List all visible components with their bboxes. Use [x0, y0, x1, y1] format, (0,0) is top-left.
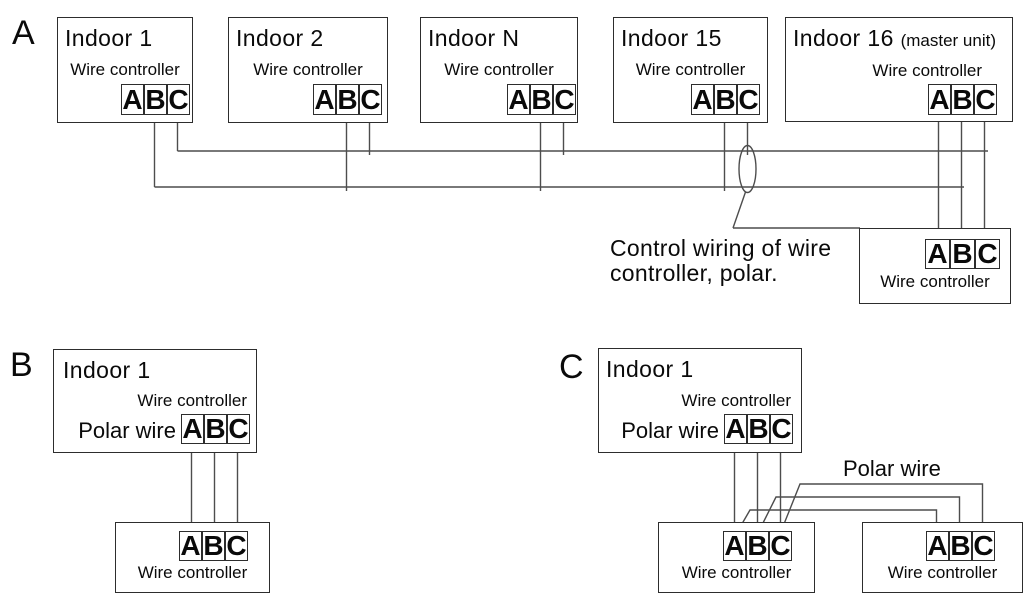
terminal-a: A — [724, 413, 747, 444]
terminal-c: C — [972, 530, 995, 561]
unit-title: Indoor 16 (master unit) — [793, 24, 996, 55]
terminal-b: B — [747, 413, 770, 444]
wire-controller-label: Wire controller — [444, 60, 554, 79]
cable-bundle-ellipse — [738, 144, 757, 194]
wire-controller-label: Wire controller — [253, 60, 363, 79]
wire-controller-label: Wire controller — [681, 391, 791, 410]
terminal-b: B — [951, 83, 974, 115]
unit-title: Indoor 1 — [63, 357, 151, 383]
terminal-b: B — [949, 530, 972, 561]
indoor-unit-1-box-c: Indoor 1 Wire controller Polar wire A B … — [598, 348, 802, 453]
terminal-b: B — [204, 413, 227, 444]
indoor-unit-1-box-b: Indoor 1 Wire controller Polar wire A B … — [53, 349, 257, 453]
unit-title: Indoor 15 — [621, 25, 722, 51]
terminal-c: C — [553, 83, 576, 115]
terminal-b: B — [336, 83, 359, 115]
indoor-unit-n-box-a: Indoor N Wire controller A B C — [420, 17, 578, 123]
terminal-c: C — [737, 83, 760, 115]
terminal-block: A B C — [925, 238, 1000, 269]
terminal-c: C — [359, 83, 382, 115]
terminal-c: C — [225, 530, 248, 561]
terminal-a: A — [925, 238, 950, 269]
wire-controller-label: Wire controller — [880, 272, 990, 291]
terminal-a: A — [507, 83, 530, 115]
terminal-b: B — [202, 530, 225, 561]
terminal-b: B — [144, 83, 167, 115]
terminal-c: C — [770, 413, 793, 444]
terminal-a: A — [179, 530, 202, 561]
terminal-c: C — [227, 413, 250, 444]
unit-name: Indoor 16 — [793, 25, 894, 51]
unit-title: Indoor 2 — [236, 25, 324, 51]
terminal-block: A B C — [507, 84, 576, 115]
terminal-a: A — [691, 83, 714, 115]
wire-controller-label: Wire controller — [635, 60, 746, 79]
terminal-block: A B C — [121, 84, 190, 115]
remote-wire-controller-box-a: A B C Wire controller — [859, 228, 1011, 304]
wire-controller-label: Wire controller — [137, 563, 248, 582]
terminal-c: C — [975, 238, 1000, 269]
terminal-a: A — [181, 413, 204, 444]
terminal-c: C — [974, 83, 997, 115]
control-wiring-annotation: Control wiring of wire controller, polar… — [610, 235, 832, 286]
wire-controller-label: Wire controller — [872, 61, 982, 80]
terminal-block: A B C — [179, 530, 248, 561]
polar-wire-label-c: Polar wire — [843, 456, 941, 481]
terminal-b: B — [714, 83, 737, 115]
section-a-bus-lines — [154, 150, 988, 188]
section-a-terminal-drops — [153, 114, 986, 239]
unit-title: Indoor 1 — [65, 25, 153, 51]
terminal-block: A B C — [723, 530, 792, 561]
indoor-unit-16-master-box-a: Indoor 16 (master unit) Wire controller … — [785, 17, 1013, 122]
terminal-block: A B C — [926, 530, 995, 561]
indoor-unit-15-box-a: Indoor 15 Wire controller A B C — [613, 17, 768, 123]
section-b-label: B — [10, 346, 33, 384]
section-c-label: C — [559, 348, 584, 386]
section-b-wires — [190, 443, 239, 530]
terminal-block: A B C — [724, 413, 793, 444]
section-a-label: A — [12, 14, 35, 52]
terminal-a: A — [928, 83, 951, 115]
terminal-a: A — [121, 83, 144, 115]
wire-controller-box-c-left: A B C Wire controller — [658, 522, 815, 593]
section-c-wires — [733, 443, 984, 530]
terminal-b: B — [746, 530, 769, 561]
terminal-c: C — [167, 83, 190, 115]
master-unit-suffix: (master unit) — [900, 31, 997, 50]
polar-wire-label: Polar wire — [78, 418, 176, 443]
polar-wire-label: Polar wire — [621, 418, 719, 443]
indoor-unit-1-box-a: Indoor 1 Wire controller A B C — [57, 17, 193, 123]
terminal-b: B — [530, 83, 553, 115]
terminal-block: A B C — [181, 413, 250, 444]
terminal-a: A — [723, 530, 746, 561]
terminal-a: A — [313, 83, 336, 115]
indoor-unit-2-box-a: Indoor 2 Wire controller A B C — [228, 17, 388, 123]
wire-controller-label: Wire controller — [70, 60, 180, 79]
wire-controller-box-c-right: A B C Wire controller — [862, 522, 1023, 593]
wire-controller-label: Wire controller — [681, 563, 792, 582]
wire-controller-label: Wire controller — [887, 563, 998, 582]
wire-controller-box-b: A B C Wire controller — [115, 522, 270, 593]
terminal-b: B — [950, 238, 975, 269]
terminal-a: A — [926, 530, 949, 561]
cable-bundle-callout — [732, 144, 860, 229]
unit-title: Indoor 1 — [606, 356, 694, 382]
terminal-block: A B C — [928, 84, 997, 115]
terminal-c: C — [769, 530, 792, 561]
unit-title: Indoor N — [428, 25, 520, 51]
wire-controller-label: Wire controller — [137, 391, 247, 410]
terminal-block: A B C — [313, 84, 382, 115]
terminal-block: A B C — [691, 84, 760, 115]
